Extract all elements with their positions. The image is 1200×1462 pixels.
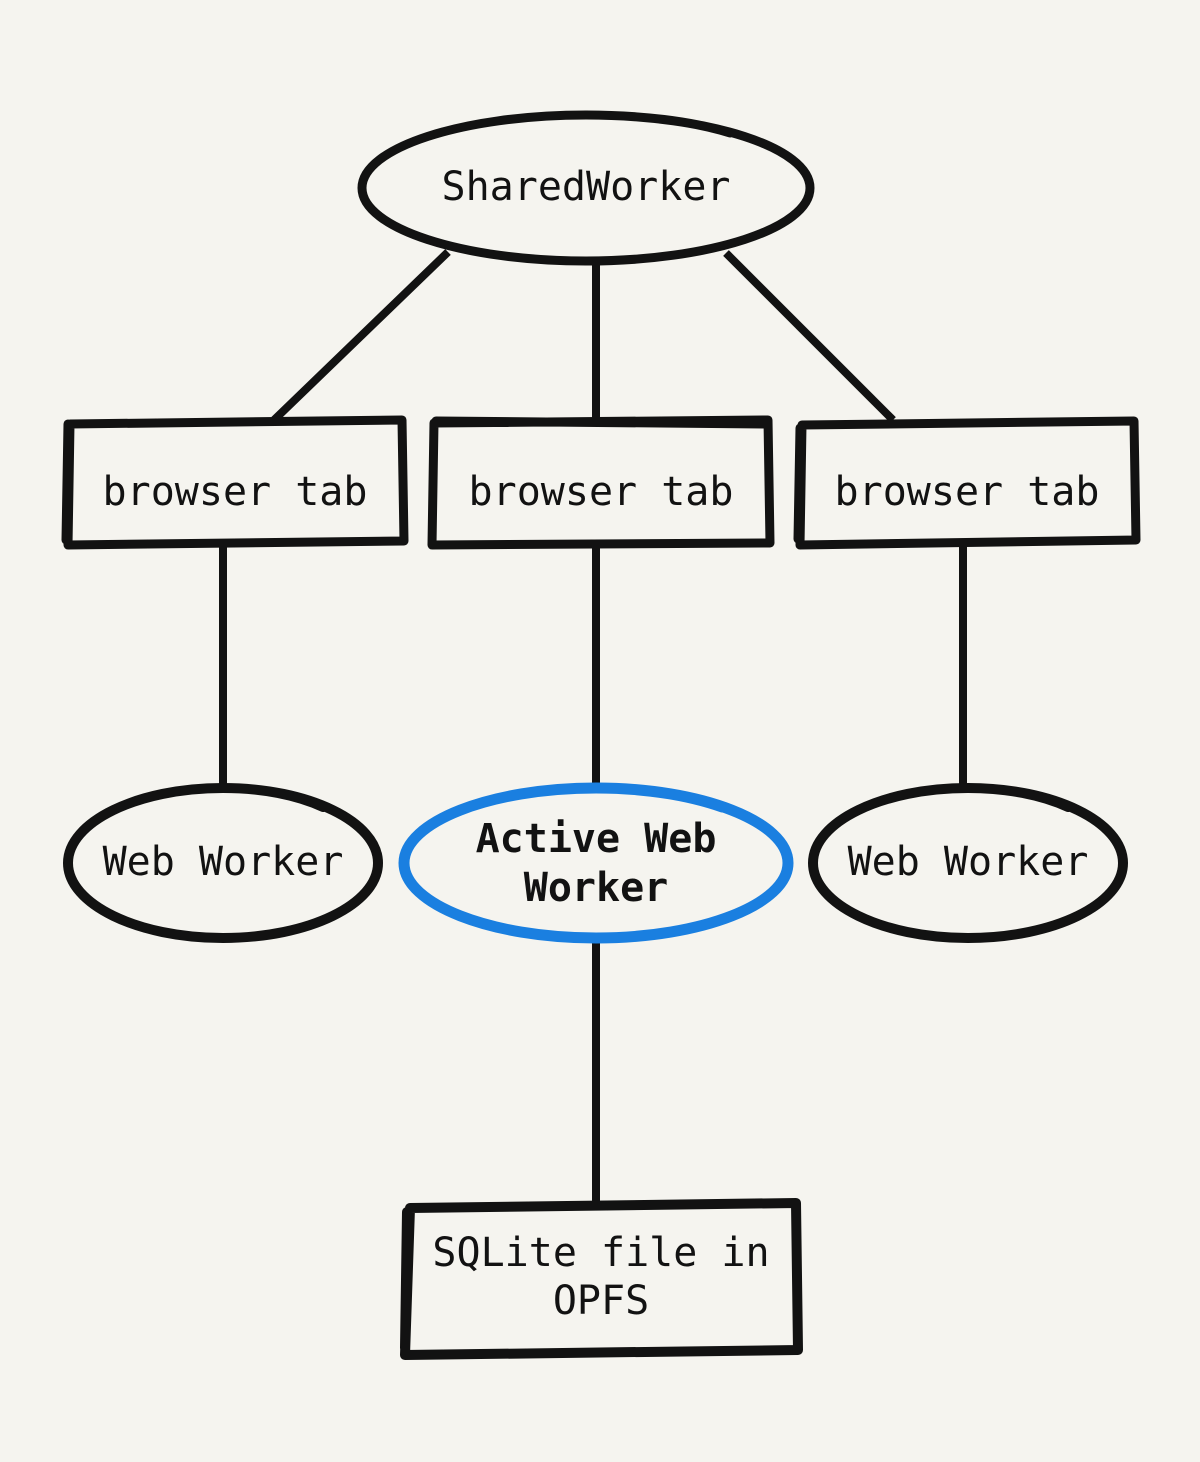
active-web-worker-label-line1: Active Web	[476, 816, 717, 862]
sqlite-opfs-file-fill	[405, 1203, 798, 1355]
node-browser-tab-left[interactable]: browser tab	[61, 415, 409, 550]
active-web-worker-ellipse-outline	[398, 782, 794, 944]
sqlite-opfs-file-outline	[400, 1198, 803, 1360]
shared-worker-ellipse-outline	[357, 110, 815, 266]
web-worker-left-label: Web Worker	[103, 839, 344, 885]
node-shared-worker[interactable]: SharedWorker	[357, 110, 815, 266]
web-worker-right-ellipse-outline	[808, 783, 1128, 943]
node-browser-tab-right[interactable]: browser tab	[793, 416, 1141, 550]
sqlite-opfs-file-label-line1: SQLite file in	[432, 1230, 769, 1276]
web-worker-right-label: Web Worker	[848, 839, 1089, 885]
edge-sharedworker-tab-left	[271, 249, 451, 423]
edge-sharedworker-tab-right	[723, 250, 896, 423]
active-web-worker-label-line2: Worker	[524, 865, 669, 911]
edge-layer	[219, 249, 967, 1205]
node-web-worker-right[interactable]: Web Worker	[808, 783, 1128, 943]
browser-tab-middle-fill	[432, 420, 770, 545]
browser-tab-right-label: browser tab	[835, 469, 1100, 515]
node-web-worker-left[interactable]: Web Worker	[63, 783, 383, 943]
browser-tab-right-fill	[798, 420, 1136, 545]
browser-tab-left-label: browser tab	[103, 469, 368, 515]
browser-tab-middle-label: browser tab	[469, 469, 734, 515]
active-web-worker-ellipse-fill	[404, 788, 788, 938]
node-browser-tab-middle[interactable]: browser tab	[427, 415, 775, 550]
web-worker-left-ellipse-outline	[63, 783, 383, 943]
web-worker-left-ellipse-fill	[68, 788, 378, 938]
web-worker-right-ellipse-fill	[813, 788, 1123, 938]
shared-worker-label: SharedWorker	[442, 164, 731, 210]
node-sqlite-opfs-file[interactable]: SQLite file in OPFS	[400, 1198, 803, 1360]
browser-tab-right-outline	[793, 416, 1141, 550]
shared-worker-ellipse-fill	[362, 115, 810, 261]
browser-tab-middle-outline	[427, 415, 775, 550]
browser-tab-left-fill	[66, 420, 404, 545]
node-active-web-worker[interactable]: Active Web Worker	[398, 782, 794, 944]
browser-tab-left-outline	[61, 415, 409, 550]
sqlite-opfs-file-label-line2: OPFS	[553, 1278, 649, 1324]
